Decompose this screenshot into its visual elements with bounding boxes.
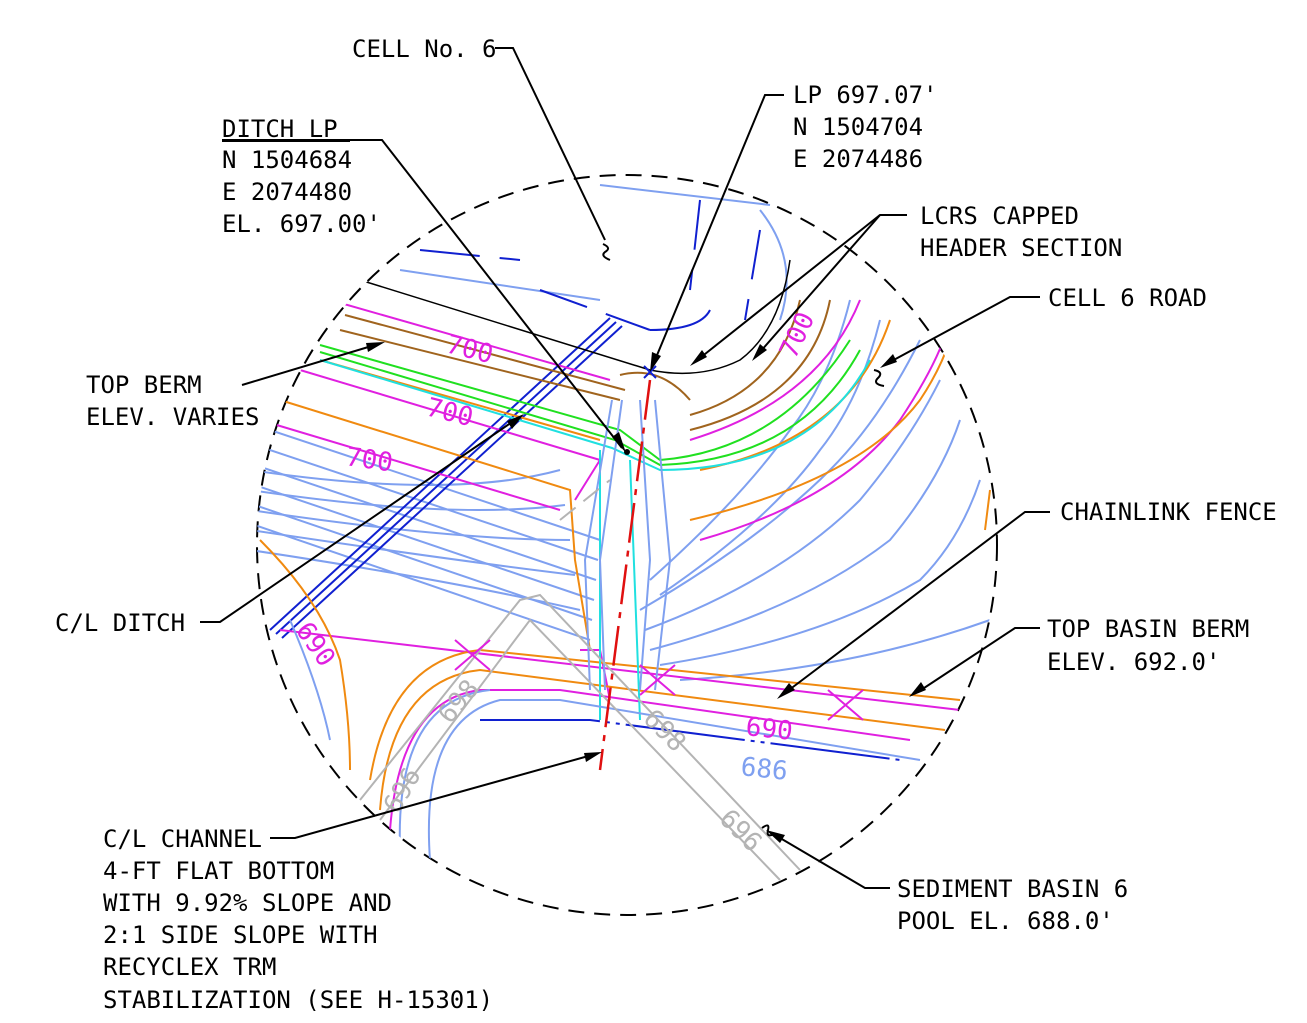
green-lines (319, 339, 861, 467)
fence-marks (454, 639, 864, 721)
ditch-lp-label-line2: N 1504684 (222, 146, 352, 174)
cell6-road-label: CELL 6 ROAD (1048, 284, 1207, 312)
gray-contours (359, 479, 801, 881)
contour-linework (257, 184, 991, 881)
cell6-label: CELL No. 6 (352, 35, 497, 63)
cl-channel-label-line2: 4-FT FLAT BOTTOM (103, 857, 334, 885)
detail-boundary-circle (256, 174, 998, 916)
cl-channel-label-line6: STABILIZATION (SEE H-15301) (103, 986, 493, 1014)
basin-bottom-line (480, 719, 901, 761)
lp-label-line2: N 1504704 (793, 113, 923, 141)
ditch-lp-label-line1: DITCH LP (222, 115, 338, 143)
cl-channel-label-line3: WITH 9.92% SLOPE AND (103, 889, 392, 917)
sediment-basin-label-line2: POOL EL. 688.0' (897, 907, 1114, 935)
road-lines (419, 199, 761, 331)
channel-centerline (598, 379, 652, 771)
berm-outline (359, 259, 791, 375)
lcrs-label-line1: LCRS CAPPED (920, 202, 1079, 230)
cl-channel-label-line5: RECYCLEX TRM (103, 953, 276, 981)
lp-label-line3: E 2074486 (793, 145, 923, 173)
top-basin-berm-label-line1: TOP BASIN BERM (1047, 615, 1249, 643)
slope-contours-right (399, 184, 991, 681)
contour-686-label: 686 (739, 752, 789, 787)
ditch-lp-label-line3: E 2074480 (222, 178, 352, 206)
slope-contours-upper-left (257, 419, 601, 641)
contour-700-label: 700 (443, 330, 496, 370)
top-basin-berm-label-line2: ELEV. 692.0' (1047, 648, 1220, 676)
lp-label-line1: LP 697.07' (793, 81, 938, 109)
top-berm-label-line2: ELEV. VARIES (86, 403, 259, 431)
cl-ditch-label: C/L DITCH (55, 609, 185, 637)
ditch-lp-label-line4: EL. 697.00' (222, 210, 381, 238)
chainlink-fence-label: CHAINLINK FENCE (1060, 498, 1277, 526)
contour-700-label: 700 (344, 442, 395, 478)
leader-lines (200, 47, 1050, 889)
berm-brown-lines (339, 299, 831, 431)
top-berm-label-line1: TOP BERM (86, 371, 202, 399)
contour-700-label: 700 (423, 393, 476, 433)
contour-690-label: 690 (744, 712, 794, 747)
cl-channel-label-line4: 2:1 SIDE SLOPE WITH (103, 921, 378, 949)
contour-696-label: 696 (713, 804, 767, 858)
sediment-basin-label-line1: SEDIMENT BASIN 6 (897, 875, 1128, 903)
lcrs-label-line2: HEADER SECTION (920, 234, 1122, 262)
contour-698-label: 698 (637, 704, 691, 758)
ditch-lp-point (624, 449, 630, 455)
cl-channel-label-line1: C/L CHANNEL (103, 825, 262, 853)
